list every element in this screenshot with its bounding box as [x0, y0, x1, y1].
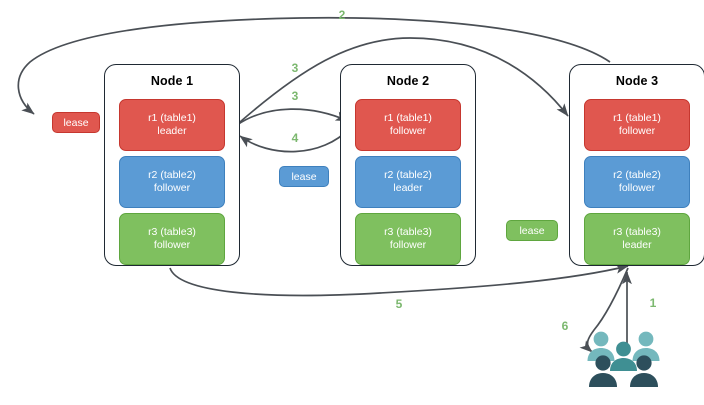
lease-badge-r1: lease [52, 112, 100, 133]
replica-role: follower [389, 239, 427, 251]
step-label-4: 4 [291, 131, 299, 145]
node-title: Node 1 [150, 74, 194, 88]
replica-range: r1 (table1) [148, 112, 196, 124]
replica-role: leader [393, 182, 423, 194]
lease-label: lease [519, 224, 545, 237]
node-box-node-2: Node 2 r1 (table1) follower r2 (table2) … [340, 64, 476, 266]
replica-node-3-r2: r2 (table2) follower [584, 156, 690, 208]
replica-range: r3 (table3) [148, 226, 196, 238]
replica-role: leader [622, 239, 652, 251]
replica-range: r3 (table3) [384, 226, 432, 238]
replica-role: follower [389, 125, 427, 137]
node-title: Node 3 [615, 74, 659, 88]
lease-badge-r2: lease [279, 166, 329, 187]
replica-node-3-r1: r1 (table1) follower [584, 99, 690, 151]
replica-range: r3 (table3) [613, 226, 661, 238]
step-label-1: 1 [649, 296, 657, 310]
edge-step-5 [169, 264, 629, 297]
replica-node-1-r1: r1 (table1) leader [119, 99, 225, 151]
replica-range: r2 (table2) [613, 169, 661, 181]
replica-role: follower [153, 239, 191, 251]
replica-node-2-r1: r1 (table1) follower [355, 99, 461, 151]
edge-step-3-to-node2 [236, 108, 349, 126]
replica-range: r1 (table1) [613, 112, 661, 124]
step-label-6: 6 [561, 319, 569, 333]
replica-role: follower [618, 125, 656, 137]
lease-label: lease [291, 170, 317, 183]
replica-node-2-r2: r2 (table2) leader [355, 156, 461, 208]
replica-node-1-r2: r2 (table2) follower [119, 156, 225, 208]
replica-role: follower [153, 182, 191, 194]
replica-range: r2 (table2) [384, 169, 432, 181]
replica-range: r2 (table2) [148, 169, 196, 181]
step-label-5: 5 [395, 297, 403, 311]
users-group-icon [587, 331, 660, 387]
node-box-node-3: Node 3 r1 (table1) follower r2 (table2) … [569, 64, 704, 266]
replica-role: leader [157, 125, 187, 137]
replica-range: r1 (table1) [384, 112, 432, 124]
replica-role: follower [618, 182, 656, 194]
node-title: Node 2 [386, 74, 430, 88]
lease-label: lease [63, 116, 89, 129]
node-box-node-1: Node 1 r1 (table1) leader r2 (table2) fo… [104, 64, 240, 266]
step-label-2: 2 [338, 8, 346, 22]
replica-node-3-r3: r3 (table3) leader [584, 213, 690, 265]
step-label-3a: 3 [291, 61, 299, 75]
step-label-3b: 3 [291, 89, 299, 103]
replica-node-2-r3: r3 (table3) follower [355, 213, 461, 265]
replica-node-1-r3: r3 (table3) follower [119, 213, 225, 265]
lease-badge-r3: lease [506, 220, 558, 241]
